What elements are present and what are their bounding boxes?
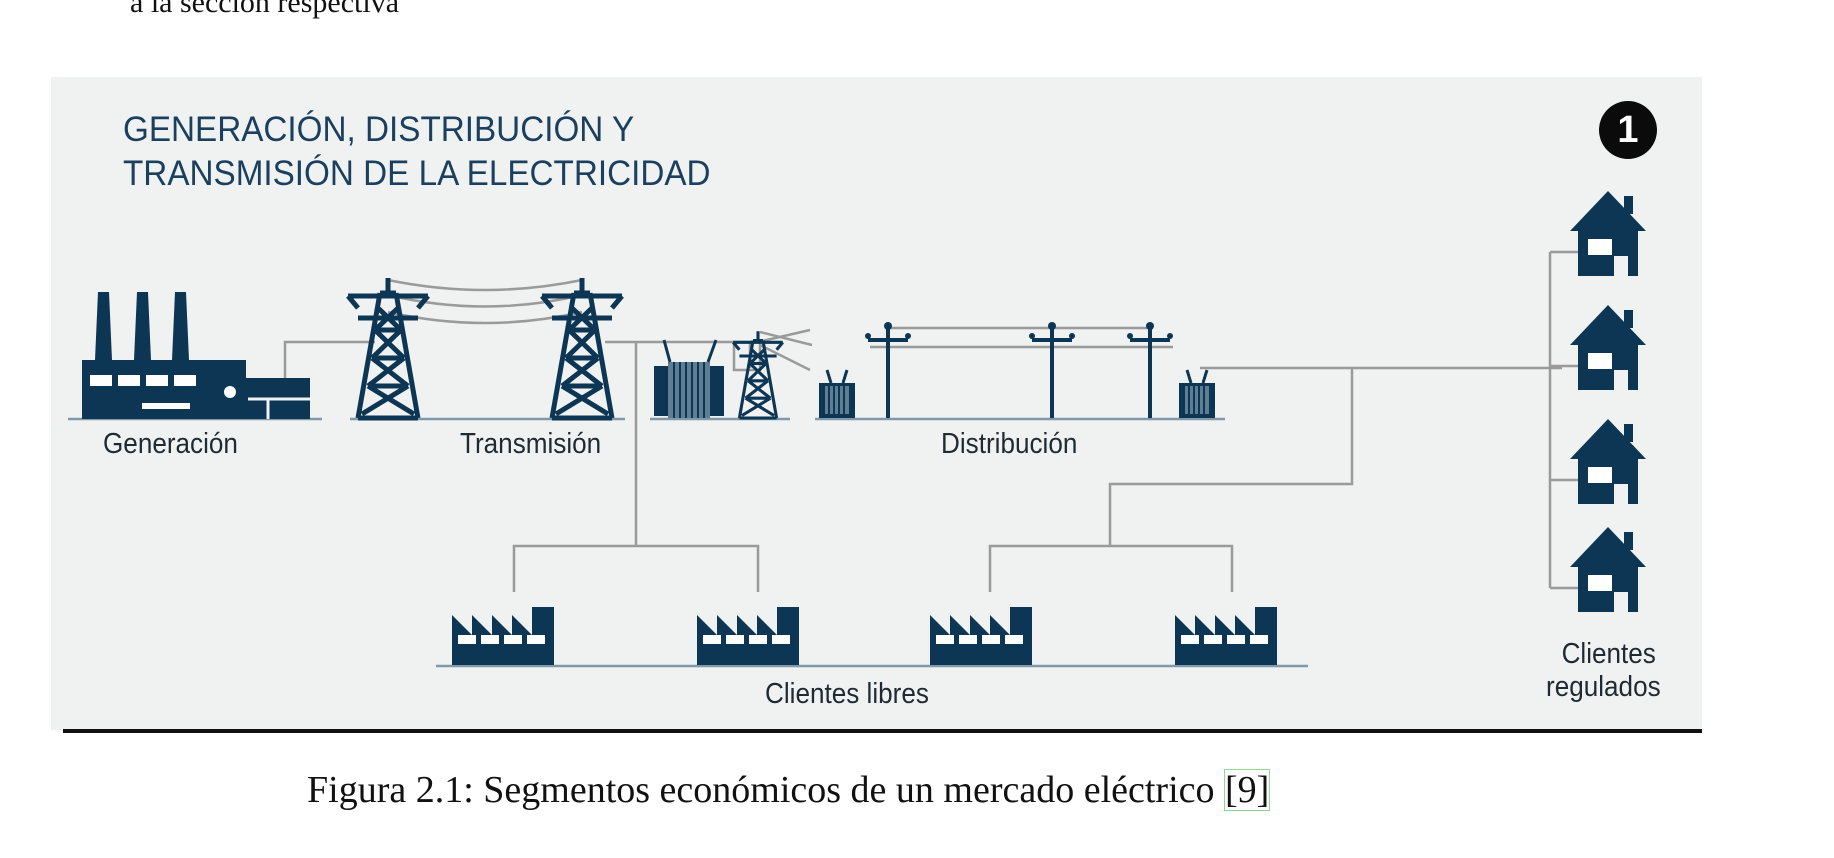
ground-lines bbox=[68, 417, 1308, 668]
transmission-tower-icon bbox=[348, 278, 428, 418]
page-text-fragment: a la sección respectiva bbox=[130, 0, 400, 19]
transformer-icon bbox=[654, 339, 724, 418]
industry-icon bbox=[930, 607, 1032, 665]
transmission-tower-icon bbox=[731, 329, 785, 420]
connection-lines bbox=[283, 250, 1582, 592]
transmission-tower-icon bbox=[542, 278, 622, 418]
house-icon bbox=[1570, 305, 1646, 390]
label-distribution: Distribución bbox=[941, 428, 1078, 460]
figure-panel bbox=[51, 77, 1702, 730]
utility-pole-icon bbox=[863, 320, 913, 420]
label-regulated-clients-line-1: Clientes bbox=[1561, 638, 1656, 670]
number-badge: 1 bbox=[1599, 101, 1657, 159]
industry-icon bbox=[697, 607, 799, 665]
label-free-clients: Clientes libres bbox=[765, 678, 929, 710]
transformer-icon bbox=[1177, 368, 1217, 420]
diagram-title: GENERACIÓN, DISTRIBUCIÓN Y TRANSMISIÓN D… bbox=[123, 108, 711, 196]
industry-icon bbox=[1175, 607, 1277, 665]
label-generation: Generación bbox=[103, 428, 238, 460]
citation-link[interactable]: [9] bbox=[1224, 769, 1271, 811]
industry-icon bbox=[452, 607, 554, 665]
house-icon bbox=[1570, 419, 1646, 504]
diagram-title-line-1: GENERACIÓN, DISTRIBUCIÓN Y bbox=[123, 110, 635, 149]
figure-bottom-rule bbox=[63, 729, 1702, 733]
label-transmission: Transmisión bbox=[460, 428, 602, 460]
diagram-title-line-2: TRANSMISIÓN DE LA ELECTRICIDAD bbox=[123, 154, 711, 193]
caption-text: Figura 2.1: Segmentos económicos de un m… bbox=[307, 769, 1225, 811]
house-icon bbox=[1570, 527, 1646, 612]
house-icon bbox=[1570, 191, 1646, 276]
utility-pole-icon bbox=[1125, 320, 1175, 420]
label-regulated-clients-line-2: regulados bbox=[1546, 671, 1661, 703]
label-regulated-clients: Clientes regulados bbox=[1546, 638, 1661, 704]
power-plant-icon bbox=[82, 292, 310, 419]
transformer-icon bbox=[817, 368, 857, 420]
utility-pole-icon bbox=[1027, 320, 1077, 420]
figure-caption: Figura 2.1: Segmentos económicos de un m… bbox=[307, 768, 1271, 812]
